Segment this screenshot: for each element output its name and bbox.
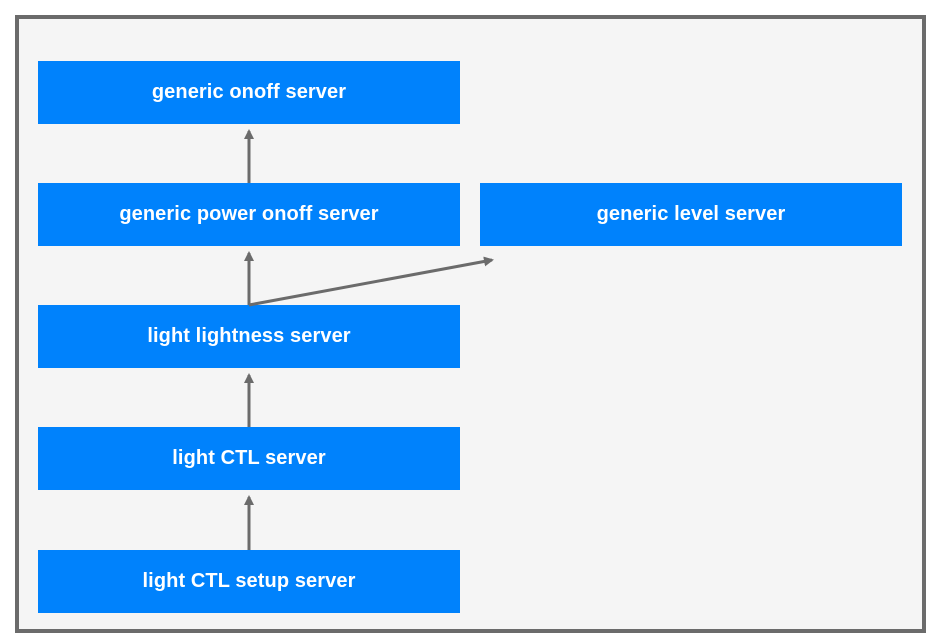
node-light-ctl-setup-server: light CTL setup server <box>38 550 460 613</box>
node-generic-level-server: generic level server <box>480 183 902 246</box>
node-label: light lightness server <box>147 325 351 347</box>
node-generic-onoff-server: generic onoff server <box>38 61 460 124</box>
node-label: generic onoff server <box>151 81 347 103</box>
node-label: light CTL server <box>172 447 326 469</box>
node-light-ctl-server: light CTL server <box>38 427 460 490</box>
node-light-lightness-server: light lightness server <box>38 305 460 368</box>
node-label: generic power onoff server <box>119 203 379 225</box>
node-generic-power-onoff-server: generic power onoff server <box>38 183 460 246</box>
node-label: generic level server <box>596 203 786 225</box>
node-label: light CTL setup server <box>142 570 356 592</box>
